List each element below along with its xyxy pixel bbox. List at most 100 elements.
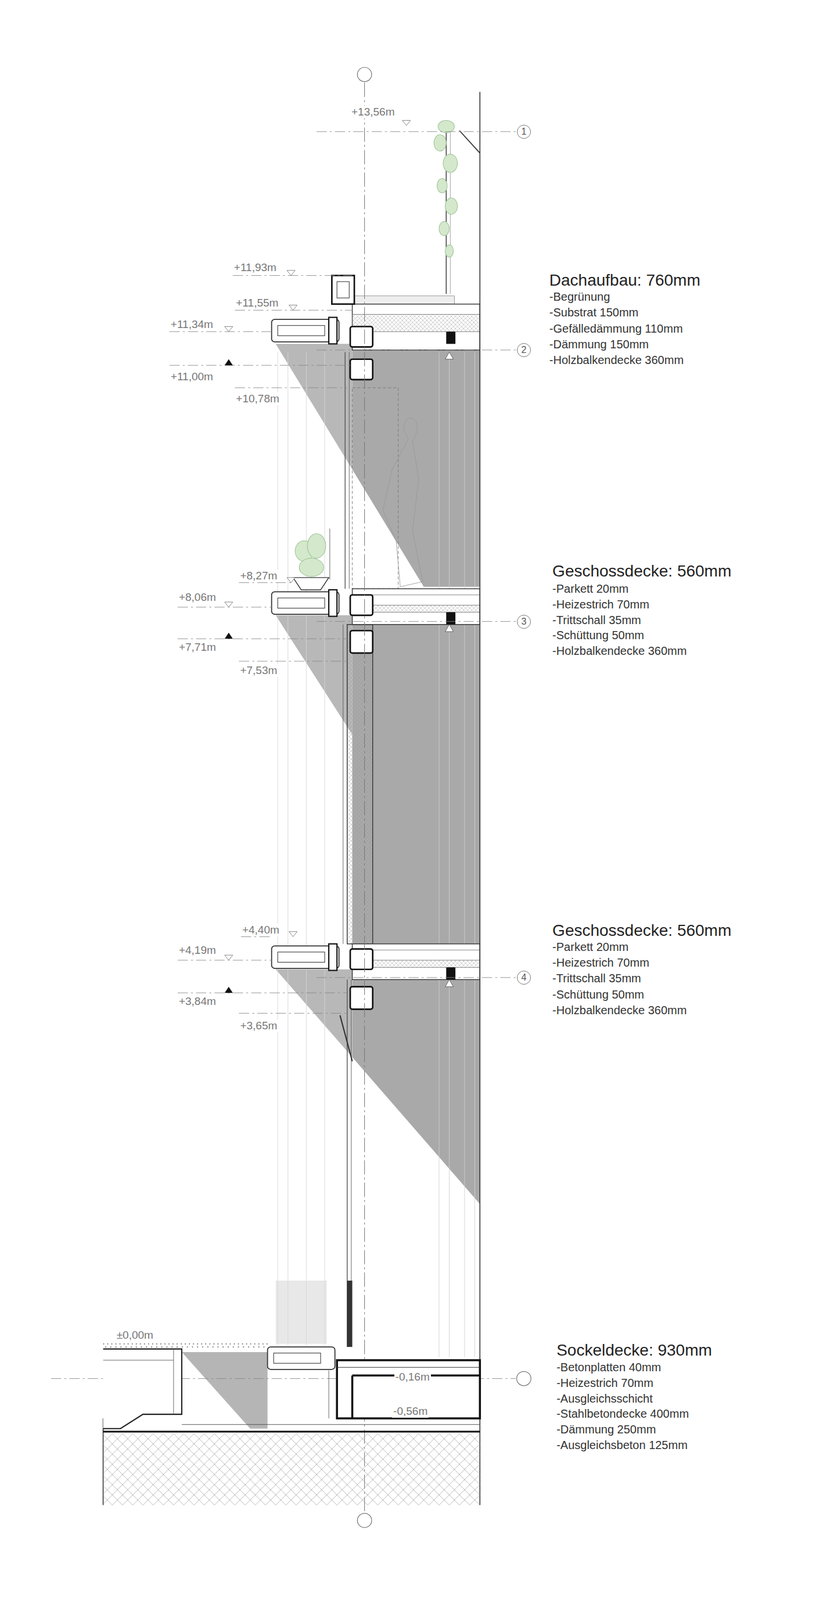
curtain-line [438, 351, 440, 1358]
level-marker [224, 326, 233, 332]
elevation-label: -0,16m [394, 1371, 431, 1385]
layer-item: -Substrat 150mm [549, 306, 639, 320]
level-marker [224, 987, 233, 994]
axis-circle [357, 67, 372, 82]
fin [267, 1347, 336, 1371]
lamp [445, 351, 454, 359]
elevation-label: +10,78m [234, 392, 280, 406]
layer-item: -Dämmung 250mm [556, 1423, 656, 1437]
level-line [177, 993, 348, 994]
elevation-label: +7,53m [238, 664, 279, 678]
elevation-label: +3,65m [238, 1019, 279, 1033]
elevation-label: +11,93m [232, 261, 278, 275]
leaf [307, 533, 326, 559]
lamella [306, 351, 307, 1346]
roof-substrate [352, 296, 455, 305]
edge-beam [350, 949, 373, 970]
planter [293, 577, 330, 591]
level-line [238, 1013, 347, 1015]
sun-shadow [275, 343, 353, 470]
edge-beam [350, 595, 373, 616]
bush [295, 533, 326, 577]
axis-circle [357, 1514, 372, 1529]
layer-item: -Holzbalkendecke 360mm [549, 353, 684, 368]
layer-item: -Schüttung 50mm [552, 629, 645, 643]
elevation-label: +7,71m [177, 641, 218, 654]
soil [103, 1434, 481, 1507]
level-marker [289, 932, 298, 938]
slab-layer [351, 1375, 354, 1419]
leaf [439, 221, 450, 236]
layer-item: -Trittschall 35mm [552, 972, 642, 986]
layer-item: -Holzbalkendecke 360mm [552, 644, 687, 659]
level-markers [224, 120, 411, 961]
curtain-line [464, 351, 465, 1358]
elevation-label: +3,84m [177, 995, 218, 1009]
window-sill [347, 1281, 353, 1348]
leaf [445, 198, 458, 215]
callout-number: 2 [520, 345, 527, 355]
sun-shadow [275, 615, 353, 736]
layer-item: -Holzbalkendecke 360mm [552, 1004, 687, 1018]
level-line [316, 349, 516, 351]
layer-item: -Dämmung 150mm [549, 338, 649, 352]
retaining-wall [103, 1349, 182, 1430]
level-line [234, 387, 347, 388]
leaf [437, 120, 455, 133]
fins [267, 317, 340, 1371]
level-marker [286, 270, 296, 276]
glazing [349, 351, 350, 589]
parapet-core [336, 281, 350, 298]
fin-post [328, 317, 337, 345]
elevation-label: +11,00m [169, 370, 215, 384]
callout-number: 3 [520, 617, 527, 627]
plant-stake [329, 528, 330, 580]
leaf [299, 558, 324, 577]
elevation-label: +11,55m [234, 296, 280, 310]
callout-circle: 3 [516, 615, 531, 630]
elevation-label: +13,56m [350, 105, 396, 119]
wall-insulation [347, 624, 373, 945]
gravel [105, 1346, 268, 1349]
railing-bracket [459, 130, 480, 154]
layer-item: -Begrünung [549, 290, 611, 304]
window-sash [339, 1015, 352, 1062]
callout-circle: 1 [516, 124, 531, 139]
window-outline [352, 387, 399, 589]
level-line [232, 275, 353, 276]
level-marker [402, 120, 411, 126]
elevation-label: +4,19m [177, 944, 218, 958]
level-line [169, 365, 353, 366]
layer-item: -Heizestrich 70mm [552, 598, 650, 612]
layer-title: Sockeldecke: 930mm [556, 1341, 713, 1361]
layer-item: -Trittschall 35mm [552, 613, 642, 628]
boundary-line [479, 91, 481, 1506]
lamella [324, 351, 326, 1346]
elevation-label: +4,40m [241, 924, 281, 937]
edge-beam [350, 326, 373, 347]
gravel [103, 1343, 268, 1346]
beam [446, 331, 456, 344]
level-line [316, 977, 516, 979]
elevation-label: -0,56m [392, 1405, 429, 1419]
grid-circle [516, 1371, 532, 1387]
level-line [169, 331, 272, 333]
level-marker [286, 577, 296, 584]
level-marker [224, 633, 233, 640]
climbing-plant [433, 120, 458, 258]
beam [446, 612, 456, 625]
edge-beam [350, 987, 373, 1011]
level-line [316, 621, 516, 623]
elevation-label: ±0,00m [115, 1329, 155, 1343]
lamella [287, 351, 289, 1346]
callout-circle: 2 [516, 343, 531, 358]
level-lines [51, 131, 516, 1380]
layer-item: -Parkett 20mm [552, 582, 629, 596]
level-line [177, 606, 272, 608]
fin-core [273, 1353, 321, 1365]
fin-core [277, 952, 325, 963]
curtain-line [448, 351, 450, 1358]
slab-layer [336, 1367, 480, 1369]
